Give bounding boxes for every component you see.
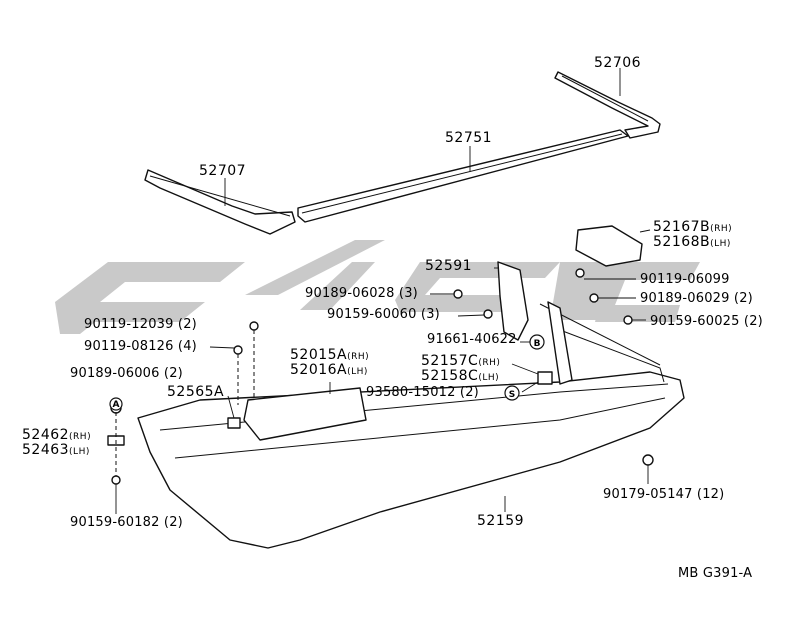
label-52159: 52159 <box>477 513 525 529</box>
label-90159-60025: 90159-60025 (2) <box>650 314 763 329</box>
label-90119-08126: 90119-08126 (4) <box>84 339 197 354</box>
label-93580-15012: 93580-15012 (2) <box>366 385 479 400</box>
label-52463: 52463(LH) <box>22 443 90 459</box>
label-52167b-side: (RH) <box>710 224 733 234</box>
bracket-52167b <box>575 225 651 267</box>
label-90179-05147: 90179-05147 (12) <box>603 487 725 502</box>
label-52157c-num: 52157C <box>421 353 479 369</box>
label-52158c-side: (LH) <box>478 373 500 383</box>
label-52167b: 52167B(RH) <box>653 220 732 236</box>
label-52706: 52706 <box>594 55 642 71</box>
label-52751: 52751 <box>445 130 493 146</box>
molding-52707 <box>144 169 296 235</box>
label-52016a-side: (LH) <box>347 367 368 377</box>
reference-code: MB G391-A <box>678 566 753 581</box>
callout-a: A <box>109 397 123 411</box>
label-52158c-num: 52158C <box>421 368 479 384</box>
label-52016a: 52016A(LH) <box>290 363 368 379</box>
label-52158c: 52158C(LH) <box>421 369 499 385</box>
label-52157c-side: (RH) <box>478 358 501 368</box>
callout-b: B <box>529 334 545 350</box>
label-52462-side: (RH) <box>69 432 92 442</box>
label-52168b-side: (LH) <box>710 239 731 249</box>
label-52168b: 52168B(LH) <box>653 235 731 251</box>
label-90189-06029: 90189-06029 (2) <box>640 291 753 306</box>
label-52168b-num: 52168B <box>653 234 711 250</box>
label-91661-40622: 91661-40622 <box>427 332 517 347</box>
label-52015a: 52015A(RH) <box>290 348 369 364</box>
label-52707: 52707 <box>199 163 247 179</box>
bumper-cover-52159 <box>137 303 685 549</box>
callout-s: S <box>504 385 520 401</box>
svg-text:A: A <box>113 400 120 410</box>
label-52015a-side: (RH) <box>347 352 370 362</box>
support-arm <box>547 301 573 385</box>
label-90119-12039: 90119-12039 (2) <box>84 317 197 332</box>
watermark-logo <box>55 240 700 334</box>
molding-52706 <box>554 68 661 139</box>
label-52565a: 52565A <box>167 384 225 400</box>
svg-text:B: B <box>534 339 541 349</box>
label-52463-side: (LH) <box>69 447 90 457</box>
fasteners <box>107 268 654 514</box>
svg-text:S: S <box>509 390 515 400</box>
label-52016a-num: 52016A <box>290 362 348 378</box>
label-90159-60182: 90159-60182 (2) <box>70 515 183 530</box>
label-52157c: 52157C(RH) <box>421 354 500 370</box>
label-52463-num: 52463 <box>22 442 70 458</box>
label-90159-60060: 90159-60060 (3) <box>327 307 440 322</box>
bracket-52591 <box>494 261 529 341</box>
label-52462: 52462(RH) <box>22 428 91 444</box>
molding-52751 <box>297 129 629 223</box>
label-52015a-num: 52015A <box>290 347 348 363</box>
label-52462-num: 52462 <box>22 427 70 443</box>
label-52591: 52591 <box>425 258 473 274</box>
reinforcement-52015a <box>243 382 367 441</box>
label-90119-06099: 90119-06099 <box>640 272 730 287</box>
label-90189-06028: 90189-06028 (3) <box>305 286 418 301</box>
label-90189-06006: 90189-06006 (2) <box>70 366 183 381</box>
label-52167b-num: 52167B <box>653 219 711 235</box>
